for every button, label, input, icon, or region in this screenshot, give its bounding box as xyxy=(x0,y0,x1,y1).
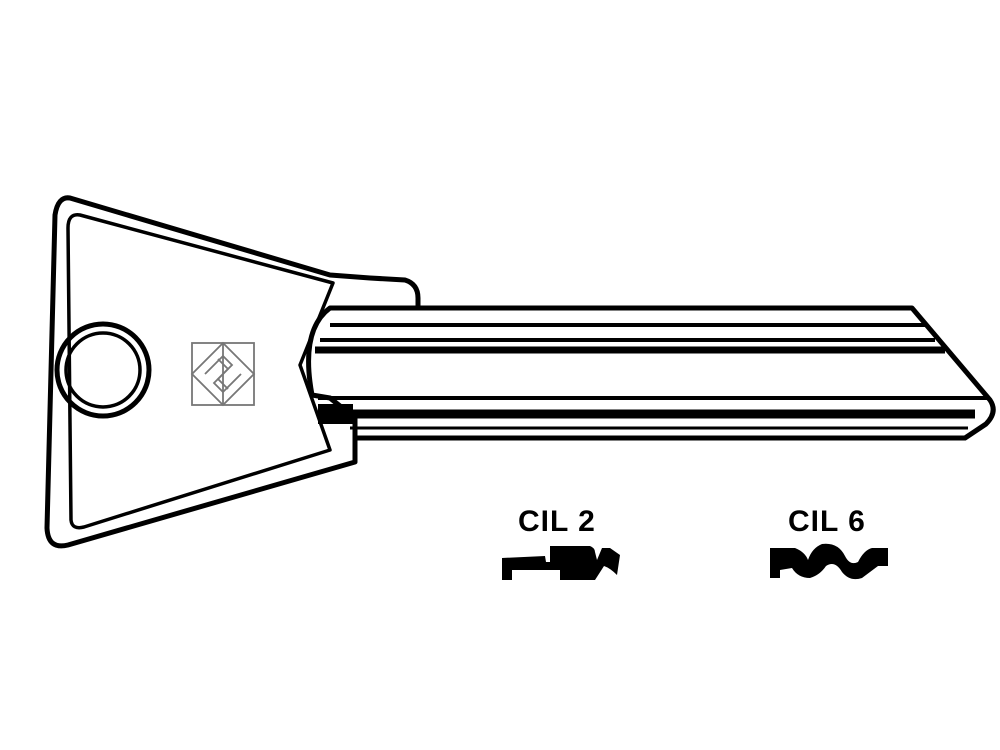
key-blade xyxy=(315,305,996,441)
key-profile-cil6-icon xyxy=(770,543,888,580)
key-head xyxy=(44,195,421,549)
profile-label-cil2: CIL 2 xyxy=(518,505,596,538)
profile-label-cil6: CIL 6 xyxy=(788,505,866,538)
brand-logo-square-icon xyxy=(190,341,256,407)
key-profile-cil2-icon xyxy=(502,546,620,580)
